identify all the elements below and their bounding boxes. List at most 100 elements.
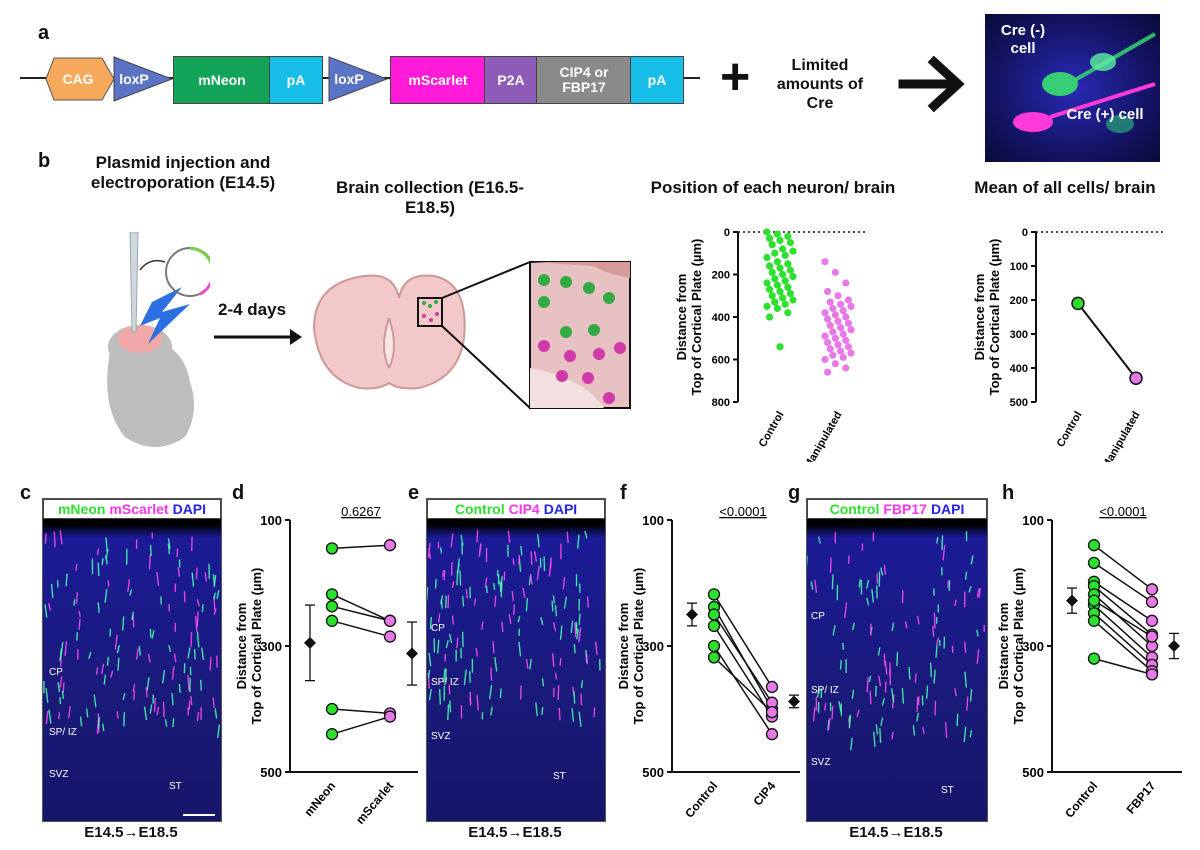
cell-mark [59,655,62,667]
scatter-point [784,283,792,291]
cell-mark [196,711,200,722]
y-tick-label: 200 [1010,295,1028,307]
treatment-point [765,728,779,741]
y-tick-label: 100 [260,513,282,528]
cell-mark [201,604,204,613]
cell-mark [936,537,939,544]
control-point [1087,556,1101,569]
scatter-point [844,296,852,304]
cell-mark [143,706,148,721]
scatter-point [784,260,792,268]
scatter-point [779,294,787,302]
cell-mark [114,634,118,650]
cell-mark [447,594,450,609]
cell-mark [577,534,580,549]
scatter-point [773,258,781,266]
pa-1-box: pA [269,56,323,104]
cell-mark [517,616,521,623]
cell-mark [438,689,442,705]
cell-mark [574,622,577,638]
micrograph-g-caption: E14.5→E18.5 [849,824,943,841]
cell-mark [963,726,967,743]
treatment-point [1145,595,1159,609]
cell-mark [44,533,47,544]
pair-line [331,605,391,622]
cell-mark [881,698,885,706]
panel-label-b: b [38,150,51,172]
cell-mark [838,701,842,712]
cell-mark [461,595,465,607]
control-point [707,639,721,653]
cell-mark [178,683,181,693]
cell-mark [102,723,105,732]
cell-mark [59,530,63,545]
scatter-point [776,264,784,272]
cell-mark [844,602,848,619]
micrograph-g-title: Control FBP17 DAPI [807,499,987,519]
scatter-point [786,290,794,298]
cell-mark [817,536,821,544]
p-value-label: <0.0001 [1099,504,1146,519]
cell-mark [200,679,202,691]
cell-mark [932,625,935,637]
cell-mark [866,676,869,693]
cell-mark [427,542,431,558]
control-point [325,588,339,601]
cre-cell-inset-image: Cre (-) cell Cre (+) cell [985,14,1160,162]
cell-mark [101,663,105,675]
scatter-point [773,281,781,289]
y-axis-label-line: Top of Cortical Plate (µm) [1011,568,1026,725]
paired-chart-f: Distance fromTop of Cortical Plate (µm)1… [616,504,800,821]
cell-mark [196,611,199,628]
cell-mark [116,644,120,654]
pair-line [1093,612,1153,666]
mean-diamond [304,636,316,649]
scatter-point [771,298,779,306]
cell-mark [146,677,150,691]
x-tick-label: Control [757,410,787,450]
cell-mark [580,693,583,706]
cell-mark [156,706,160,716]
cell-mark [925,685,929,699]
scatter-point [776,287,784,296]
plot1-title: Position of each neuron/ brain [650,178,896,197]
scatter-point [831,360,839,368]
cell-mark [86,708,89,718]
scatter-point [839,353,847,361]
cell-mark [476,529,479,543]
cell-mark [129,589,133,596]
scatter-point [789,247,797,255]
cell-mark [535,702,538,717]
pair-line [1093,600,1153,638]
cell-mark [827,717,831,731]
micrograph-e-title-1: Control [454,501,505,517]
cell-mark [103,674,107,685]
y-axis-label: Distance fromTop of Cortical Plate (µm) [674,239,704,396]
cell-mark [823,702,827,711]
cell-mark [810,581,814,590]
scatter-point [844,343,852,351]
cell-mark [445,639,449,649]
scatter-point [831,268,839,276]
cell-mark [875,724,879,735]
p-value-label: <0.0001 [719,504,766,519]
x-tick-label: Manipulated [802,410,844,463]
scatter-point [837,324,845,332]
cell-mark [914,673,917,683]
cell-mark [944,721,948,738]
y-axis-label: Distance fromTop of Cortical Plate (µm) [996,568,1026,725]
y-tick-label: 100 [1022,513,1044,528]
scatter-point [773,304,781,313]
mean-diamond [788,695,800,708]
scatter-point [839,307,847,315]
micrograph-c: mNeon mScarlet DAPI CP SP/ IZ SVZ ST [42,498,222,822]
scatter-point [821,332,829,340]
paired-chart-h: Distance fromTop of Cortical Plate (µm) 1… [996,504,1182,821]
treatment-point [383,614,397,627]
scatter-point [826,298,834,306]
y-axis-label-line: Distance from [972,274,987,361]
cell-mark [901,687,905,704]
y-tick-label: 600 [712,355,730,367]
cell-mark [956,713,959,727]
cell-mark [552,595,556,604]
